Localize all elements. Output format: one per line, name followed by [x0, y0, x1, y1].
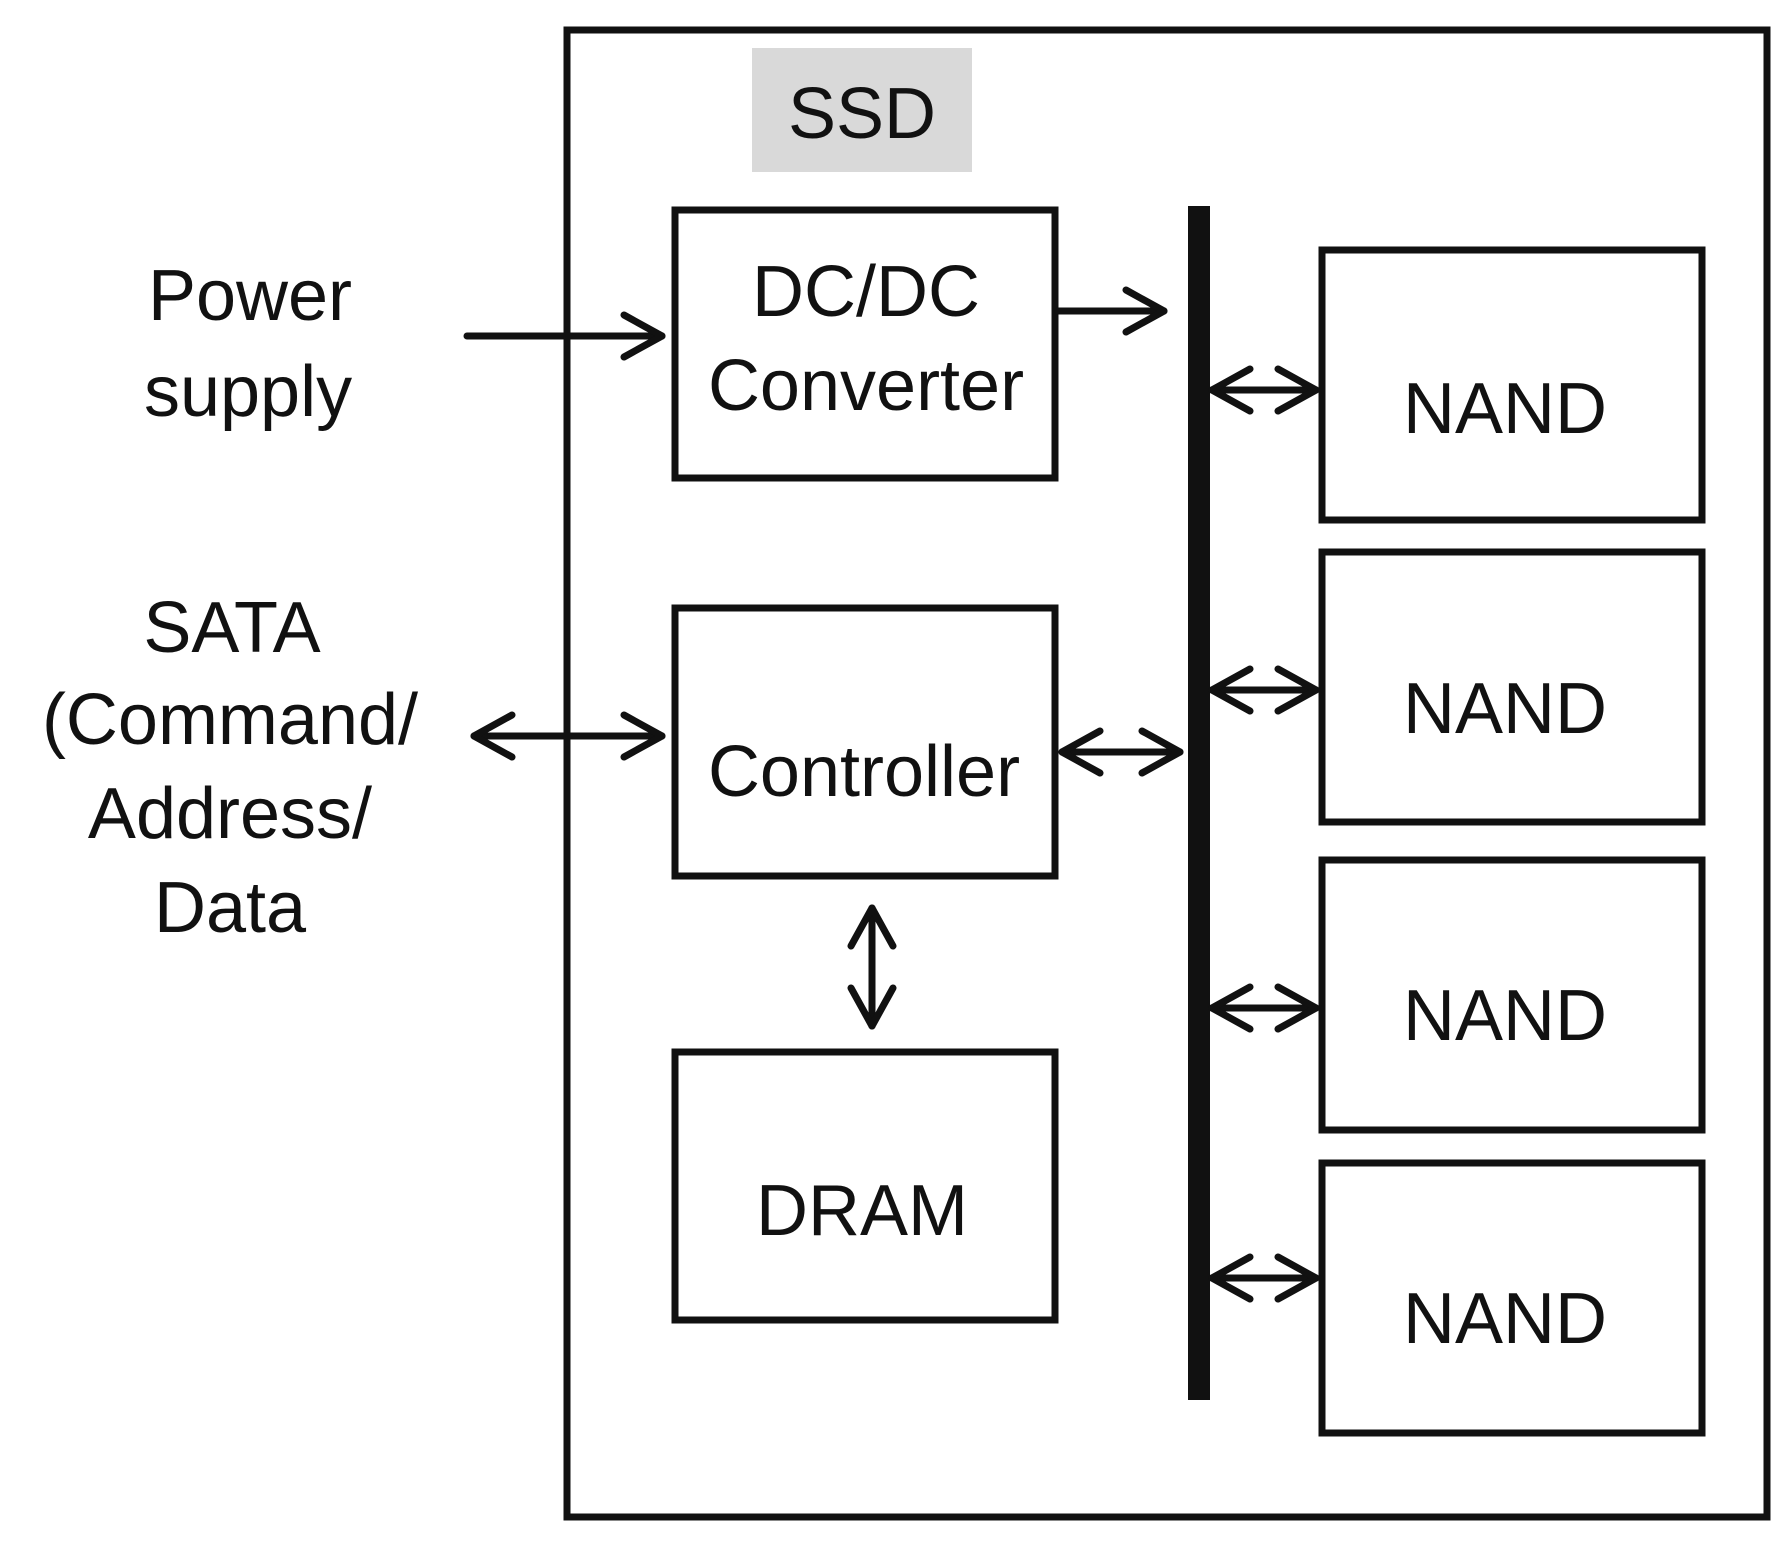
- nand-block-2: [1318, 548, 1706, 826]
- power-label-line1: Power: [148, 256, 352, 336]
- internal-bus: [1188, 206, 1210, 1400]
- controller-label: Controller: [708, 732, 1020, 812]
- nand-label-2: NAND: [1403, 669, 1607, 749]
- dcdc-label-line2: Converter: [708, 346, 1024, 426]
- power-supply-label: Power supply: [144, 256, 352, 432]
- nand-block-4: [1318, 1159, 1706, 1437]
- ssd-label-background: [752, 48, 972, 172]
- sata-label-line4: Data: [154, 868, 307, 948]
- ssd-label: SSD: [788, 74, 936, 154]
- sata-label-line1: SATA: [143, 588, 320, 668]
- dram-label: DRAM: [756, 1171, 968, 1251]
- nand-label-3: NAND: [1403, 976, 1607, 1056]
- nand-label-4: NAND: [1403, 1279, 1607, 1359]
- ssd-container: [563, 26, 1771, 1521]
- controller-block: [671, 604, 1059, 880]
- sata-label-line2: (Command/: [42, 680, 418, 760]
- sata-label-line3: Address/: [88, 774, 372, 854]
- power-label-line2: supply: [144, 352, 352, 432]
- nand-block-1: [1318, 246, 1706, 524]
- nand-label-1: NAND: [1403, 369, 1607, 449]
- dcdc-label-line1: DC/DC: [752, 252, 980, 332]
- nand-block-3: [1318, 856, 1706, 1134]
- dram-block: [671, 1048, 1059, 1324]
- sata-label: SATA (Command/ Address/ Data: [42, 588, 418, 948]
- dcdc-converter-block: [671, 206, 1059, 482]
